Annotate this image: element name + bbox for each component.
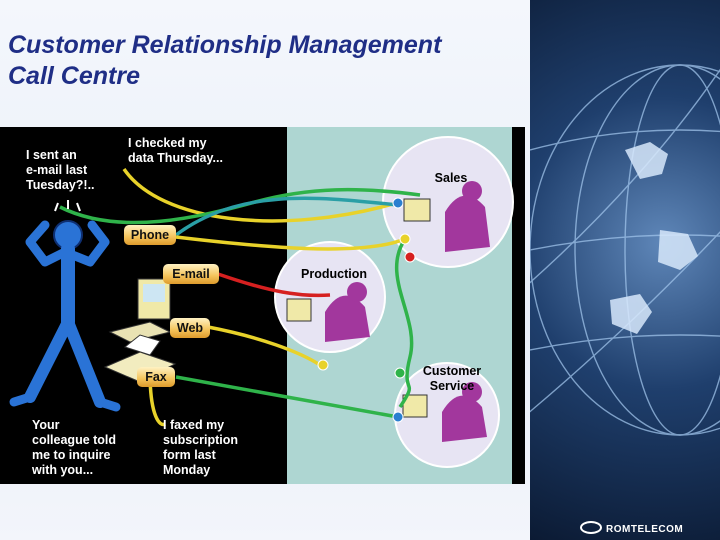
fax-channel-label: Fax	[137, 367, 175, 387]
call-centre-diagram: I sent an e-mail last Tuesday?!.. I chec…	[0, 127, 525, 484]
sales-label: Sales	[434, 171, 468, 185]
agent-workstation-icon	[403, 181, 490, 252]
web-channel-label: Web	[170, 318, 210, 338]
confused-person-icon	[9, 200, 121, 412]
title-line-1: Customer Relationship Management	[8, 31, 442, 59]
customer-service-label: Customer Service	[422, 364, 482, 393]
email-channel-label: E-mail	[163, 264, 219, 284]
computer-icon	[108, 278, 172, 343]
agent-workstation-icon	[402, 382, 487, 442]
production-label: Production	[301, 267, 367, 281]
colleague-quote: Your colleague told me to inquire with y…	[32, 418, 117, 477]
phone-channel-label: Phone	[124, 225, 176, 245]
fax-complaint-quote: I faxed my subscription form last Monday	[163, 418, 239, 477]
data-check-quote: I checked my data Thursday...	[128, 136, 223, 165]
globe-icon	[530, 0, 720, 540]
page-title: Customer Relationship Management Call Ce…	[8, 30, 518, 92]
brand-logo: ROMTELECOM	[580, 521, 683, 535]
email-complaint-quote: I sent an e-mail last Tuesday?!..	[26, 148, 95, 192]
connection-lines	[9, 136, 514, 468]
agent-workstation-icon	[286, 282, 370, 342]
logo-icon	[580, 521, 602, 534]
title-line-2: Call Centre	[8, 62, 140, 90]
